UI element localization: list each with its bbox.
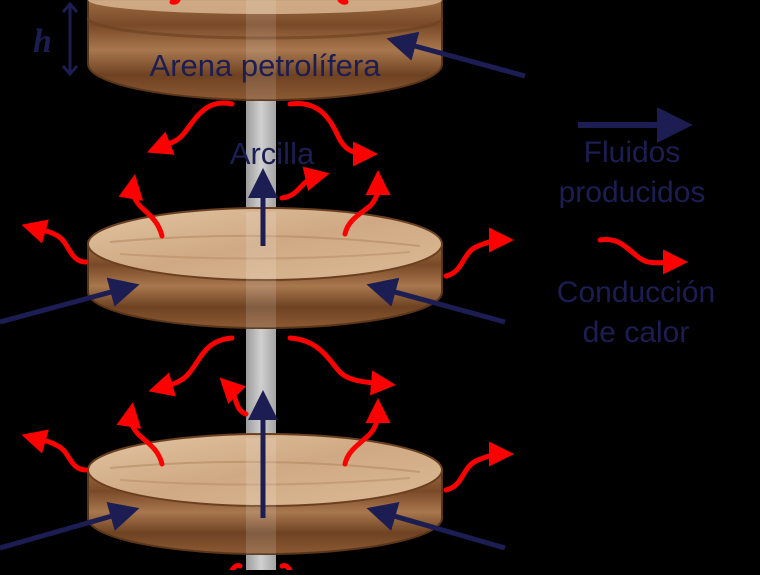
- fluid-arrow-in-middle-left: [0, 277, 140, 325]
- heat-arrow: [21, 429, 89, 473]
- heat-arrow: [118, 174, 165, 239]
- legend: Fluidos producidos Conducción de calor: [557, 107, 715, 349]
- heat-arrow: [219, 377, 249, 417]
- heat-arrow: [337, 0, 349, 5]
- heat-arrow: [116, 402, 165, 467]
- heat-arrow: [169, 0, 181, 5]
- fluid-arrow-in-bottom-right: [366, 502, 506, 551]
- fluid-arrow-top-right: [386, 31, 526, 79]
- heat-arrow: [229, 563, 243, 573]
- height-marker: [61, 1, 79, 77]
- heat-arrow: [279, 166, 330, 201]
- heat-arrow: [287, 100, 378, 167]
- heat-arrow: [342, 397, 391, 467]
- legend-heat-line2: de calor: [583, 316, 690, 349]
- clay-label: Arcilla: [230, 136, 315, 171]
- heat-arrow: [443, 441, 515, 493]
- middle-sand-layer: [87, 207, 443, 329]
- top-sand-layer: [86, 0, 444, 101]
- heat-arrow: [148, 335, 235, 397]
- legend-heat-arrow-icon: [597, 237, 689, 275]
- fluid-arrows: [0, 31, 526, 551]
- legend-fluids-line1: Fluidos: [584, 136, 681, 169]
- heat-arrow: [287, 335, 396, 396]
- reservoir-label: Arena petrolífera: [150, 48, 382, 83]
- legend-fluids-line2: producidos: [559, 176, 706, 209]
- heat-arrow: [21, 219, 89, 265]
- fluid-arrow-in-bottom-left: [0, 501, 140, 551]
- legend-heat-line1: Conducción: [557, 276, 715, 309]
- heat-arrow: [342, 169, 391, 237]
- heat-arrows: [21, 0, 515, 573]
- fluid-arrow-in-middle-right: [366, 277, 506, 325]
- height-symbol: h: [33, 23, 52, 60]
- heat-arrow: [279, 563, 293, 573]
- heat-arrow: [443, 227, 515, 279]
- heat-arrow: [146, 100, 235, 155]
